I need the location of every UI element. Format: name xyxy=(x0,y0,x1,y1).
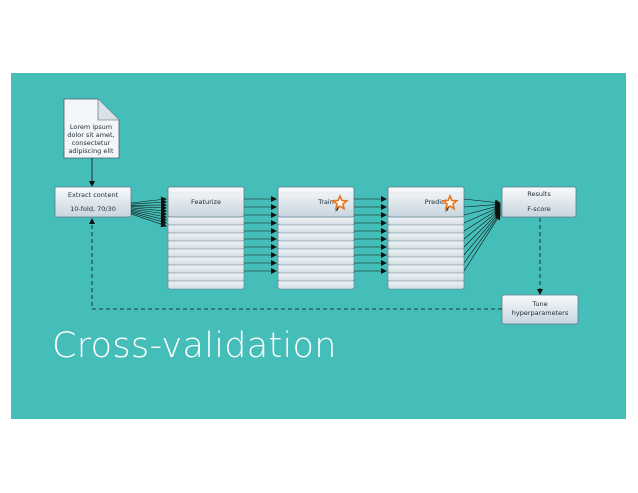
star-icon xyxy=(331,193,349,211)
tune-node: Tune hyperparameters xyxy=(501,294,579,325)
fold-arrow xyxy=(130,204,167,211)
fold-arrow xyxy=(463,212,501,264)
stage-train-stack: Train xyxy=(277,186,355,290)
fold-arrow xyxy=(130,196,167,204)
slide-title: Cross-validation xyxy=(52,326,337,366)
fold-arrow xyxy=(130,212,167,225)
fold-arrow xyxy=(130,209,167,219)
results-sublabel: F-score xyxy=(527,205,551,213)
document-node: Lorem ipsum dolor sit amet, consectetur … xyxy=(63,98,120,159)
cursor-icon xyxy=(445,206,449,212)
predict-to-results-arrows xyxy=(463,198,501,272)
cursor-icon xyxy=(335,206,339,212)
extract-sublabel: 10-fold, 70/30 xyxy=(70,205,116,213)
tune-line: Tune xyxy=(531,300,547,308)
fold-arrow xyxy=(130,208,167,217)
extract-content-node: Extract content 10-fold, 70/30 xyxy=(54,186,132,218)
results-label: Results xyxy=(527,190,551,198)
results-node: Results F-score xyxy=(501,186,577,218)
fold-arrow xyxy=(463,208,501,240)
fold-arrow xyxy=(463,201,501,208)
document-line: dolor sit amet, xyxy=(67,131,114,139)
stage-label: Featurize xyxy=(191,198,221,206)
stage-predict-stack: Predict xyxy=(387,186,465,290)
fold-arrow xyxy=(463,198,501,206)
document-line: adipiscing elit xyxy=(68,147,114,155)
fold-arrow xyxy=(130,199,167,206)
fold-arrow xyxy=(463,203,501,216)
stage-featurize-stack: Featurize xyxy=(167,186,245,290)
stage-front-box xyxy=(167,186,245,218)
tune-feedback-arrow xyxy=(89,218,502,310)
fold-arrow xyxy=(463,206,501,224)
fold-arrow xyxy=(463,211,501,256)
extract-to-featurize-arrows xyxy=(130,196,167,228)
star-icon xyxy=(441,193,459,211)
fold-arrow xyxy=(463,210,501,248)
fold-arrow xyxy=(130,213,167,228)
tune-line: hyperparameters xyxy=(512,309,569,317)
stage-label: Predict xyxy=(425,198,448,206)
extract-label: Extract content xyxy=(68,191,119,199)
fold-arrow xyxy=(130,211,167,222)
document-line: consectetur xyxy=(72,139,111,147)
stage-label: Train xyxy=(317,198,334,206)
fold-arrow xyxy=(463,213,501,272)
fold-arrow xyxy=(130,207,167,214)
fold-arrow xyxy=(463,207,501,232)
document-line: Lorem ipsum xyxy=(70,123,112,131)
